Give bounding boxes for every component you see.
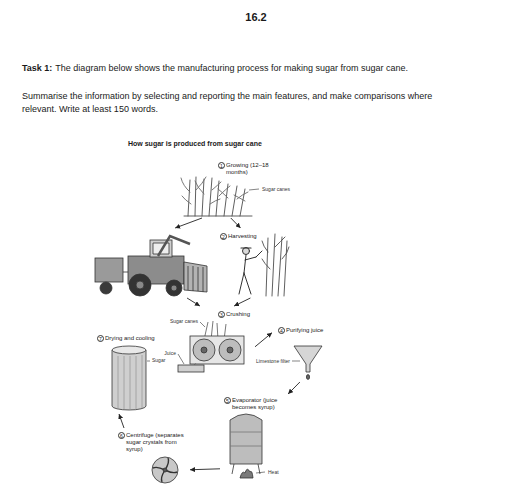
centrifuge	[152, 457, 178, 483]
process-arrow	[190, 468, 220, 470]
process-arrow	[255, 333, 272, 347]
arrow-line	[190, 468, 220, 470]
harvester-tractor-part	[171, 285, 177, 291]
harvester-tractor-part	[188, 266, 203, 292]
diagram-title: How sugar is produced from sugar cane	[128, 140, 262, 148]
instruction-text: Summarise the information by selecting a…	[22, 90, 458, 116]
task-heading: Task 1:	[22, 62, 52, 75]
harvester-tractor-part	[136, 281, 144, 289]
cane-crusher	[178, 321, 244, 372]
cane-crusher-part	[178, 365, 204, 372]
step-number: 5	[224, 397, 231, 404]
arrow-line	[234, 298, 250, 306]
harvester-tractor-part	[184, 262, 207, 292]
step-number: 2	[220, 233, 227, 240]
cut-sugar-canes-part	[266, 234, 287, 296]
step-number: 7	[97, 335, 104, 342]
step-number: 1	[218, 162, 225, 169]
evaporator-vessel	[230, 414, 262, 478]
farm-worker-part	[239, 251, 262, 294]
arrow-line	[255, 333, 272, 347]
evaporator-vessel-part	[230, 414, 262, 464]
part-label: Juice	[164, 350, 176, 356]
evaporator-vessel-part	[230, 432, 262, 446]
evaporator-vessel-part	[240, 469, 253, 478]
centrifuge-part	[152, 457, 178, 483]
harvester-tractor-part	[150, 240, 172, 257]
step-label: Growing (12–18 months)	[226, 162, 272, 176]
step-label: Centrifuge (separates sugar crystals fro…	[126, 432, 188, 454]
sugar-cane-field-part	[181, 177, 248, 204]
harvester-tractor-part	[166, 280, 182, 296]
harvester-tractor-part	[95, 258, 123, 282]
arrow-line	[288, 382, 300, 394]
cane-crusher-part	[219, 339, 241, 361]
sugar-cane-field	[181, 177, 252, 216]
step-number: 4	[278, 327, 285, 334]
part-label: Sugar	[152, 357, 165, 363]
step-label: Drying and cooling	[105, 335, 155, 342]
drying-drum-part	[112, 346, 146, 354]
exercise-number: 16.2	[245, 10, 266, 24]
process-arrow	[288, 382, 300, 394]
limestone-filter-funnel-part	[294, 346, 322, 372]
cane-crusher-part	[201, 347, 207, 353]
process-arrow	[187, 298, 250, 306]
part-label: Sugar canes	[262, 186, 290, 192]
harvester-tractor-part	[129, 274, 151, 296]
process-step: 4Purifying juice	[272, 324, 334, 382]
part-label: Limestone filter	[256, 358, 290, 364]
part-label: Sugar canes	[170, 318, 198, 324]
process-step: 2Harvesting	[92, 228, 290, 298]
process-step: 6Centrifuge (separates sugar crystals fr…	[115, 428, 190, 486]
process-step: 7Drying and cooling	[95, 333, 175, 414]
leader-line	[178, 322, 205, 364]
harvester-tractor-part	[123, 272, 128, 273]
limestone-filter-funnel-part	[306, 375, 309, 380]
step-label: Crushing	[226, 311, 250, 318]
harvester-tractor-part	[100, 282, 112, 294]
arrow-line	[231, 218, 241, 228]
limestone-filter-funnel	[294, 346, 322, 379]
step-label: Purifying juice	[286, 327, 323, 334]
process-step: 5Evaporator (juice becomes syrup)	[220, 394, 294, 482]
process-arrow	[119, 414, 124, 428]
arrow-line	[187, 298, 200, 306]
leader-line	[147, 361, 150, 362]
leader-line	[256, 472, 265, 473]
cut-sugar-canes	[262, 234, 289, 296]
arrow-line	[119, 414, 124, 428]
process-step: 3Crushing	[160, 306, 255, 374]
leader-line	[292, 361, 300, 362]
step-label: Evaporator (juice becomes syrup)	[232, 397, 292, 411]
harvester-tractor	[95, 236, 207, 296]
cane-crusher-part	[193, 339, 215, 361]
leader-line	[249, 189, 259, 190]
drying-drum-part	[118, 355, 142, 410]
drying-drum-part	[112, 350, 146, 410]
process-arrow	[175, 218, 240, 228]
part-label: Heat	[268, 469, 279, 475]
cane-crusher-part	[190, 336, 244, 364]
harvester-tractor-part	[158, 236, 190, 256]
centrifuge-part	[153, 458, 177, 482]
step-number: 3	[218, 311, 225, 318]
sugar-cane-field-part	[184, 216, 252, 217]
cut-sugar-canes-part	[262, 237, 289, 269]
process-step: 1Growing (12–18 months)	[178, 160, 274, 218]
centrifuge-part	[163, 468, 167, 472]
step-number: 6	[118, 432, 125, 439]
step-label: Harvesting	[228, 233, 257, 240]
arrow-line	[175, 218, 202, 228]
farm-worker-part	[241, 247, 251, 248]
farm-worker	[239, 248, 262, 295]
drying-drum	[112, 346, 146, 410]
cane-crusher-part	[227, 347, 233, 353]
task-text: The diagram below shows the manufacturin…	[55, 62, 408, 75]
